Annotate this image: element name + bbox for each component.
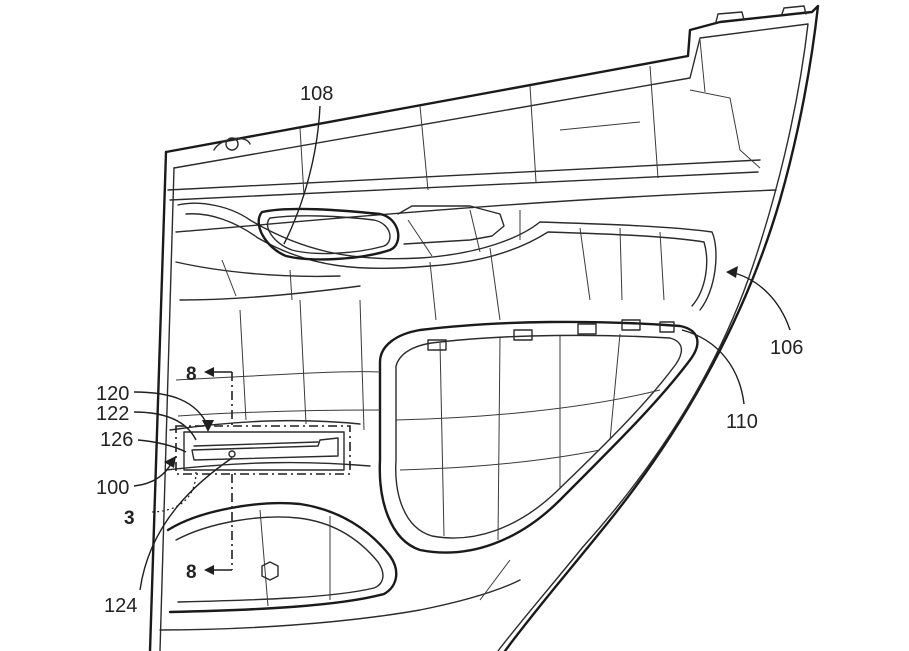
section-label-bottom: 8 [186, 562, 197, 583]
switch-assembly-100 [149, 425, 351, 513]
label-120: 120 [96, 383, 129, 405]
section-label-top: 8 [186, 364, 197, 385]
label-110: 110 [726, 411, 758, 433]
label-100: 100 [96, 477, 129, 499]
reference-numerals: 108 106 110 120 122 126 100 124 [96, 83, 803, 617]
arrow-120-icon [202, 420, 214, 432]
arrow-106-icon [726, 266, 738, 278]
lower-panel-region [159, 299, 521, 631]
door-handle-108 [257, 205, 505, 261]
section-labels: 8 8 3 [124, 364, 197, 583]
map-pocket-110 [378, 319, 699, 554]
bolt-hex-icon [261, 561, 279, 581]
label-106: 106 [770, 337, 803, 359]
label-126: 126 [100, 429, 133, 451]
arrowhead-bottom-icon [204, 565, 214, 575]
label-108: 108 [300, 83, 333, 105]
section-line-8-8 [204, 367, 233, 575]
detail-label-3: 3 [124, 508, 135, 529]
leader-lines [133, 105, 791, 591]
label-122: 122 [96, 403, 129, 425]
arrowhead-top-icon [204, 367, 214, 377]
label-124: 124 [104, 595, 137, 617]
armrest-region [175, 202, 717, 321]
arrow-100-icon [164, 456, 176, 468]
door-panel-outline [148, 4, 820, 651]
pocket-clips [427, 319, 675, 351]
